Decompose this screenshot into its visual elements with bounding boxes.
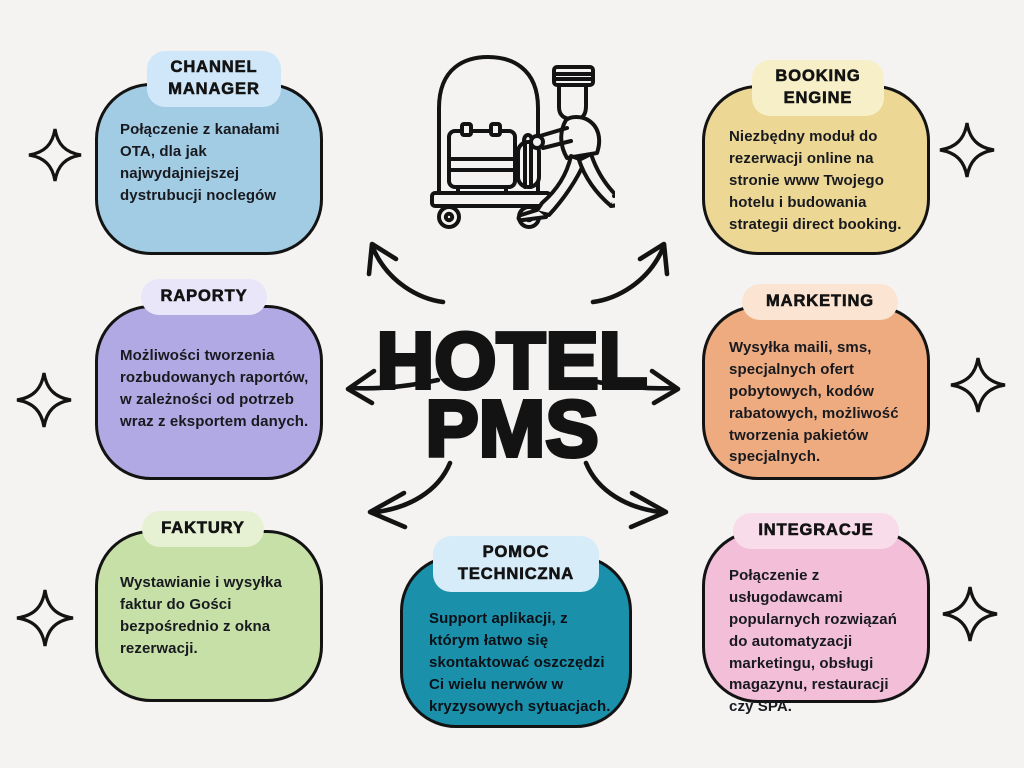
node-faktury-body: Wystawianie i wysyłka faktur do Gości be…: [120, 574, 282, 657]
node-channel-manager-label-pill: CHANNEL MANAGER: [147, 51, 281, 107]
node-raporty: RAPORTY Możliwości tworzenia rozbudowany…: [95, 279, 323, 480]
sparkle-icon: [28, 128, 82, 182]
sparkle-icon: [942, 586, 998, 642]
node-booking-engine: BOOKING ENGINE Niezbędny moduł do rezerw…: [702, 60, 930, 255]
node-label: MARKETING: [765, 292, 874, 311]
node-label: POMOC TECHNICZNA: [457, 543, 575, 583]
node-marketing-body: Wysyłka maili, sms, specjalnych ofert po…: [729, 339, 899, 466]
node-faktury: FAKTURY Wystawianie i wysyłka faktur do …: [95, 511, 323, 702]
node-label: FAKTURY: [161, 519, 245, 538]
node-faktury-label-pill: FAKTURY: [142, 511, 264, 547]
node-label: BOOKING ENGINE: [775, 67, 861, 107]
node-label: RAPORTY: [160, 287, 248, 306]
node-booking-engine-body: Niezbędny moduł do rezerwacji online na …: [729, 128, 902, 233]
sparkle-icon: [939, 122, 995, 178]
node-marketing-label-pill: MARKETING: [742, 284, 898, 320]
node-label: CHANNEL MANAGER: [168, 58, 260, 98]
node-booking-engine-label-pill: BOOKING ENGINE: [752, 60, 884, 116]
node-pomoc-techniczna: POMOC TECHNICZNA Support aplikacji, z kt…: [400, 536, 632, 728]
node-pomoc-techniczna-label-pill: POMOC TECHNICZNA: [433, 536, 599, 592]
node-channel-manager-body: Połączenie z kanałami OTA, dla jak najwy…: [120, 121, 280, 204]
sparkle-icon: [16, 372, 72, 428]
node-raporty-label-pill: RAPORTY: [141, 279, 267, 315]
page-title: HOTEL PMS: [332, 319, 692, 473]
node-pomoc-techniczna-body: Support aplikacji, z którym łatwo się sk…: [429, 610, 611, 715]
sparkle-icon: [950, 357, 1006, 413]
arrow-up-right-icon: [590, 241, 670, 305]
node-integracje-label-pill: INTEGRACJE: [733, 513, 899, 549]
node-marketing: MARKETING Wysyłka maili, sms, specjalnyc…: [702, 284, 930, 480]
node-label: INTEGRACJE: [758, 521, 874, 540]
sparkle-icon: [16, 589, 74, 647]
page-title-line2: PMS: [423, 384, 600, 473]
node-integracje: INTEGRACJE Połączenie z usługodawcami po…: [702, 513, 930, 715]
node-channel-manager: CHANNEL MANAGER Połączenie z kanałami OT…: [95, 51, 323, 255]
node-raporty-body: Możliwości tworzenia rozbudowanych rapor…: [120, 347, 309, 430]
node-integracje-body: Połączenie z usługodawcami popularnych r…: [729, 567, 897, 716]
arrow-up-left-icon: [366, 241, 446, 305]
bellhop-luggage-cart-icon: [430, 55, 615, 229]
